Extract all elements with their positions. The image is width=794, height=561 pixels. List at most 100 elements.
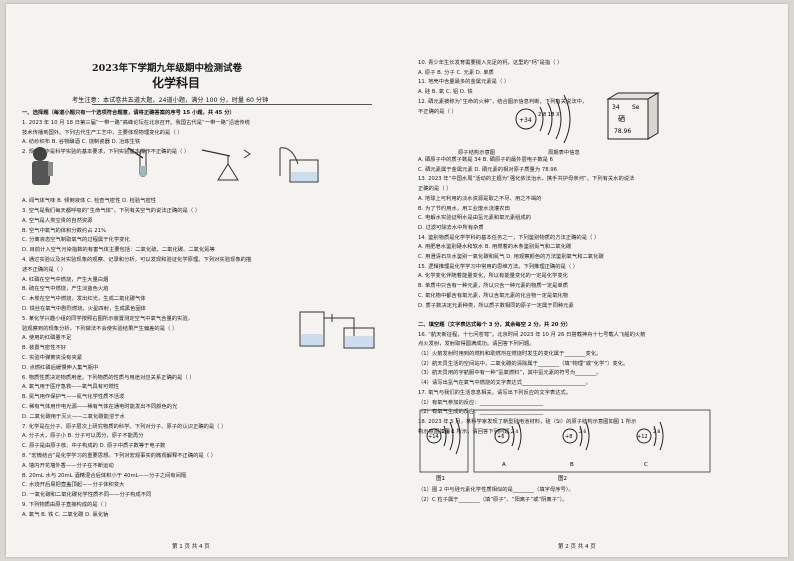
text-line: 7. 化学是在分子、原子层次上研究物质的科学。下列对分子、原子的认识正确的是（ … — [22, 423, 227, 430]
text-line: B. 为了节约用水，用工业废水浇灌农田 — [418, 205, 510, 212]
text-line: B. 20mL 水与 20mL 酒精混合后体积小于 40mL——分子之间有间隔 — [22, 472, 187, 479]
c-shells: 2 8 — [653, 429, 660, 435]
text-line: （2）航天员生活的空间站中，二氧化碳的清除属于________（填“物理”或“化… — [418, 360, 629, 367]
label-a: A — [502, 462, 506, 468]
page-left: 2023年下学期九年级期中检测试卷 化学科目 考生注意：本试卷共五道大题，24道… — [22, 4, 394, 557]
text-line: A. 分子大，原子小 B. 分子可以再分，原子不能再分 — [22, 433, 144, 440]
text-line: C. 硒元素属于金属元素 D. 硒元素的相对原子质量为 78.96 — [418, 166, 557, 173]
text-line: （2）C 粒子属于________（填“原子”、“阳离子”或“阴离子”）。 — [418, 496, 568, 503]
text-line: C. 实验中弹簧夹没有夹紧 — [22, 355, 83, 361]
text-line: 10. 青少年生长发育需要摄入充足的钙，这里的“钙”是指（ ） — [418, 60, 563, 66]
text-line: （2）有氧气生成的反应：________________________ — [418, 409, 544, 416]
text-line: A. 纺纱织布 B. 谷物酿酒 C. 烧制瓷器 D. 冶炼生铁 — [22, 139, 141, 146]
text-line: 不正确的是（ ） — [418, 108, 457, 115]
text-line: 4. 通过实验以及对实验现象的观察、记录和分析，可以发现和验证化学原理。下列对实… — [22, 257, 252, 263]
fig1-caption: 图1 — [436, 474, 445, 482]
si-atom: +14 2 8 4 — [426, 417, 461, 455]
c-nucleus: +12 — [637, 434, 648, 440]
student-smelling-figure — [32, 147, 53, 185]
text-line: A. 硒原子中的质子数是 34 B. 硒原子的最外层电子数是 6 — [418, 157, 553, 163]
text-line: 12. 硒元素被称为“生命的火种”，结合图示信息判断，下列有关说法中， — [418, 98, 588, 105]
atom-b: +8 2 6 B — [562, 421, 590, 468]
text-line: C. 原子是由原子核、中子构成的 D. 原子中质子数等于电子数 — [22, 443, 166, 450]
text-line: D. 过滤可除去水中所有杂质 — [418, 224, 484, 231]
text-line: 述不正确的是（ ） — [22, 266, 67, 273]
text-line: A. 闻气体气味 B. 倾倒液体 C. 检查气密性 D. 检验气密性 — [22, 198, 157, 205]
text-line: A. 使用的红磷量不足 — [22, 335, 72, 342]
text-line: 6. 物质性质决定物质用途。下列物质的性质与用途对应关系正确的是（ ） — [22, 374, 195, 381]
page-footer-right: 第 2 页 共 4 页 — [558, 544, 596, 550]
text-line: 16. “航天新征程，十七问苍穹”。北京时间 2023 年 10 月 26 日搭… — [418, 331, 646, 338]
text-line: A. 墙内开花墙外香——分子在不断运动 — [22, 462, 114, 469]
selenium-periodic-box: 34 Se 硒 78.96 — [606, 92, 660, 140]
si-shells: 2 8 4 — [442, 429, 454, 435]
text-line: 1. 2023 年 10 月 18 日第三届“一带一路”高峰论坛在北京召开。我国… — [22, 119, 250, 126]
selenium-figure: +34 2 8 18 X 34 Se 硒 78.96 — [515, 92, 660, 144]
text-line: C. 用澄清石灰水鉴别一氧化碳和氮气 D. 用观察颜色的方法鉴别氧气和二氧化碳 — [418, 254, 604, 260]
text-line: D. 一氧化碳和二氧化碳化学性质不同——分子构成不同 — [22, 492, 152, 499]
text-line: 正确的是（ ） — [418, 186, 452, 193]
text-line: D. 点燃红磷后缓慢伸入集气瓶中 — [22, 364, 99, 371]
text-line: A. 用肥皂水鉴别硬水和软水 B. 用燃着的木条鉴别氮气和二氧化碳 — [418, 244, 572, 251]
text-line: 8. “宏微结合”是化学学习的重要思想。下列对宏观事实的微观解释不正确的是（ ） — [22, 453, 217, 459]
divider — [92, 104, 372, 105]
text-line: A. 氧气用于医疗急救——氧气具有可燃性 — [22, 384, 119, 391]
text-line: 一、选择题（每道小题只有一个选项符合题意，请将正确答案的序号 15 小题，共 4… — [22, 110, 235, 116]
oxygen-content-apparatus — [299, 311, 375, 349]
lab-operation-figures — [32, 147, 319, 185]
label-c: C — [644, 462, 648, 468]
text-line: 13. 2023 年“中国水周”活动的主题为“强化依法治水，携手共护母亲河”。下… — [418, 176, 635, 183]
text-line: A. 硅 B. 氧 C. 铝 D. 铁 — [418, 89, 473, 96]
text-line: D. 目前计入空气污染指数的有害气体主要包括：二氧化硫、二氧化碳、二氧化氮等 — [22, 247, 215, 254]
se-mass: 78.96 — [614, 128, 631, 135]
text-line: 14. 鉴别物质是化学学科的基本任务之一，下列鉴别物质的方法正确的是（ ） — [418, 234, 600, 241]
text-line: D. 质子数决定元素种类，所以质子数相同的原子一定属于同种元素 — [418, 302, 574, 309]
se-shells-label: 2 8 18 X — [538, 112, 560, 118]
exam-sheet: 2023年下学期九年级期中检测试卷 化学科目 考生注意：本试卷共五道大题，24道… — [6, 4, 788, 557]
se-nucleus-label: +34 — [519, 117, 532, 124]
subject-title: 化学科目 — [152, 76, 201, 90]
se-atomic-number: 34 — [612, 104, 620, 111]
text-line: C. 电解水实验证明水是由氢元素和氧元素组成的 — [418, 215, 532, 222]
text-line: （1）图 2 中与硅元素化学性质相似的是________（填字母序号）。 — [418, 486, 574, 493]
page-right: 10. 青少年生长发育需要摄入充足的钙，这里的“钙”是指（ ）A. 原子 B. … — [418, 4, 780, 557]
text-line: 18. 2023 年 5 月，某科学家发现了新型硅电池材料，硅（Si）的原子结构… — [418, 418, 637, 425]
text-line: 3. 空气是我们每天都呼吸的“生命气体”。下列有关空气的说法正确的是（ ） — [22, 208, 201, 214]
se-caption-right: 周期表中信息 — [548, 150, 580, 156]
text-line: 5. 某化学兴趣小组的同学按照右图所示装置测定空气中氧气含量的实验， — [22, 315, 193, 322]
fig2-caption: 图2 — [558, 474, 567, 482]
exam-info: 考生注意：本试卷共五道大题，24道小题，满分 100 分，时量 60 分钟 — [72, 97, 269, 104]
text-line: 9. 下列物质由原子直接构成的是（ ） — [22, 502, 110, 508]
text-line: （3）航天员用的宇航服中有一种“氢氧燃料”，其中氢元素的符号为________。 — [418, 370, 602, 377]
b-shells: 2 6 — [579, 429, 586, 435]
text-line: （4）请写出氢气在氧气中燃烧的文字表达式____________________… — [418, 380, 591, 387]
text-line: C. 分离液态空气制取氧气的过程属于化学变化 — [22, 237, 130, 244]
atom-structure-figures: +14 2 8 4 图1 +6 2 4 A +8 2 6 — [419, 409, 711, 482]
text-line: 验观察到的现象分析，下列做法不会使实验结果产生偏差的是（ ） — [22, 325, 178, 332]
text-line: A. 地球上可利用的淡水资源是取之不尽、用之不竭的 — [418, 195, 542, 202]
text-line: B. 单质中只含有一种元素，所以只含一种元素的物质一定是单质 — [418, 283, 569, 290]
se-symbol: Se — [632, 104, 640, 111]
text-line: 二、填空题（文字表达式每个 3 分，其余每空 2 分，共 20 分） — [418, 321, 571, 328]
text-line: （1）火箭发射时用到的燃料和助燃剂在燃烧时发生的变化属于________变化。 — [418, 351, 602, 357]
atom-a: +6 2 4 A — [494, 421, 522, 468]
b-nucleus: +8 — [565, 434, 572, 440]
text-line: 技术传播到国外。下列古代生产工艺中，主要体现物理变化的是（ ） — [22, 129, 183, 136]
text-line: 15. 逻辑推理是化学学习中常用的思维方法。下列推理正确的是（ ） — [418, 263, 579, 270]
text-line: A. 空气是人类宝贵的自然资源 — [22, 217, 93, 224]
text-line: 11. 地壳中含量最多的金属元素是（ ） — [418, 79, 510, 86]
pouring-liquid-figure — [127, 147, 147, 177]
se-name: 硒 — [618, 115, 625, 123]
text-line: 构示意图如图 1 所示，请回答下列问题。 — [418, 428, 515, 435]
text-line: A. 氧气 B. 铁 C. 二氧化碳 D. 氯化钠 — [22, 511, 109, 518]
text-line: 2. 规范操作是科学实验的基本要求，下列实验基本操作不正确的是（ ） — [22, 149, 190, 156]
a-nucleus: +6 — [497, 434, 504, 440]
text-line: D. 铁丝在氧气中剧烈燃烧，火星四射，生成黑色固体 — [22, 306, 146, 312]
text-line: B. 氮气用作保护气——氮气化学性质不活泼 — [22, 394, 125, 401]
text-line: C. 水烧开后易把壶盖顶起——分子体积变大 — [22, 482, 125, 489]
text-line: 17. 氧气与我们的生活息息相关，请写出下列反应的文字表达式。 — [418, 389, 572, 396]
text-line: A. 红磷在空气中燃烧，产生大量白烟 — [22, 276, 109, 283]
se-caption-left: 原子结构示意图 — [458, 150, 496, 156]
text-line: B. 装置气密性不好 — [22, 345, 67, 352]
text-line: B. 硫在空气中燃烧，产生淡蓝色火焰 — [22, 286, 109, 293]
